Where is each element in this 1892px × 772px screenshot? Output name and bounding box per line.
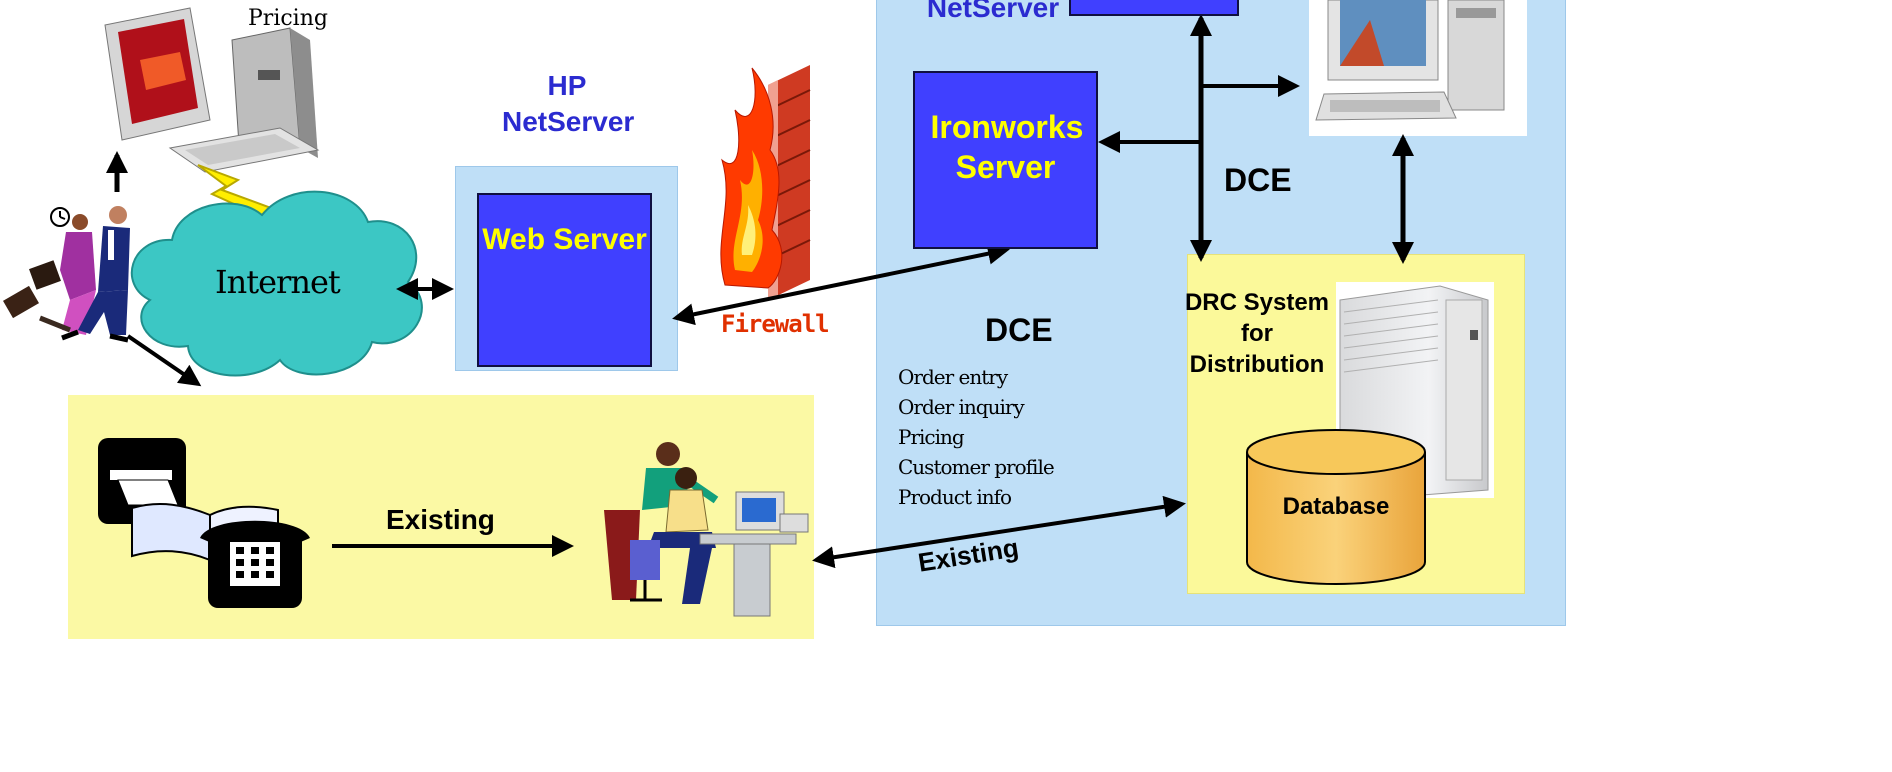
list-item: Pricing — [898, 425, 965, 449]
desktop-computer-icon — [104, 7, 320, 173]
netserver-top-box[interactable] — [1069, 0, 1239, 16]
list-item: Product info — [898, 485, 1012, 509]
ironworks-server-label: Ironworks Server — [930, 109, 1084, 185]
list-item: Order inquiry — [898, 395, 1025, 419]
internet-label: Internet — [215, 263, 341, 301]
office-workers-icon — [604, 442, 809, 617]
hp-netserver-label: HP NetServer — [502, 70, 635, 138]
web-server-label: Web Server — [482, 223, 647, 256]
netserver-top-label: NetServer — [926, 0, 1060, 23]
database-label: Database — [1282, 493, 1390, 520]
list-item: Customer profile — [898, 455, 1055, 479]
dce-mid-label: DCE — [985, 312, 1053, 348]
firewall-label: Firewall — [721, 310, 830, 338]
firewall-icon — [720, 65, 811, 300]
fax-phone-icon — [98, 438, 310, 608]
web-server-box[interactable]: Web Server — [477, 193, 652, 367]
pricing-top-label: Pricing — [248, 6, 328, 31]
drc-system-label: DRC System for Distribution — [1184, 289, 1330, 378]
workstation-icon — [1315, 0, 1505, 121]
existing-left-label: Existing — [386, 504, 495, 535]
list-item: Order entry — [898, 365, 1008, 389]
database-icon — [1246, 429, 1426, 585]
dce-top-label: DCE — [1224, 162, 1292, 198]
business-people-icon — [3, 206, 130, 343]
ironworks-server-box[interactable]: Ironworks Server — [913, 71, 1098, 249]
dce-functions-list: Order entry Order inquiry Pricing Custom… — [898, 362, 1055, 512]
